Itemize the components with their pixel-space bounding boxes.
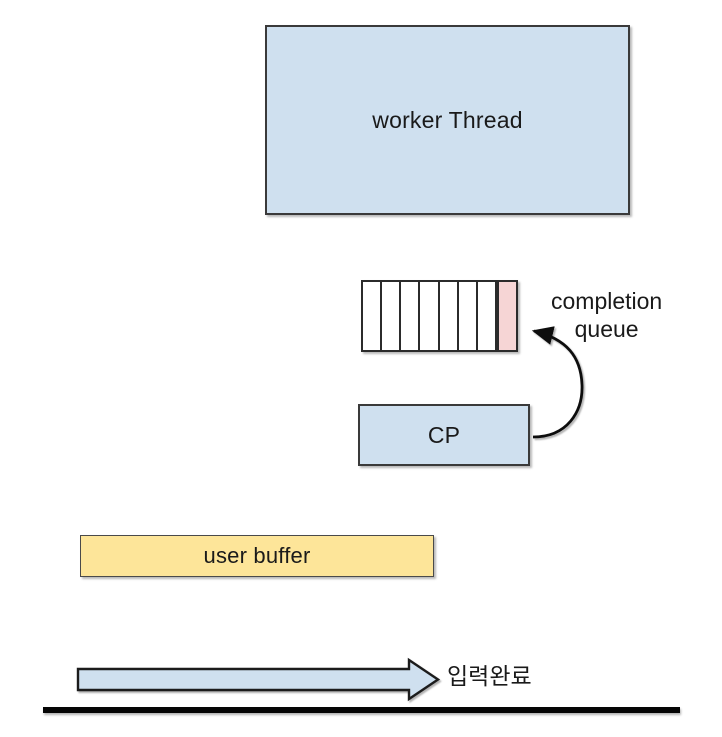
queue-cell[interactable] [382, 282, 402, 350]
completion-queue-label-line2: queue [574, 316, 639, 343]
cp-label: CP [427, 421, 461, 448]
user-buffer-box[interactable]: user buffer [80, 535, 434, 577]
queue-cell[interactable] [477, 282, 497, 350]
arrow-cp-to-completion-queue [531, 326, 584, 439]
queue-cell[interactable] [401, 282, 421, 350]
completion-queue-label-line1: completion [551, 288, 663, 314]
user-buffer-label: user buffer [203, 543, 311, 568]
input-complete-label: 입력완료 [447, 663, 532, 689]
queue-cell[interactable] [363, 282, 383, 350]
queue-cell[interactable] [420, 282, 440, 350]
worker-thread-label: worker Thread [372, 106, 523, 133]
queue-cell[interactable] [458, 282, 478, 350]
input-complete-bar-arrow [76, 657, 441, 702]
baseline-divider [43, 707, 680, 713]
worker-thread-box[interactable]: worker Thread [265, 25, 630, 215]
cp-box[interactable]: CP [358, 404, 530, 466]
completion-queue-cells[interactable] [361, 280, 518, 352]
queue-cell[interactable] [439, 282, 459, 350]
queue-cell-filled[interactable] [496, 282, 516, 350]
completion-queue-label: completion queue [551, 287, 662, 343]
